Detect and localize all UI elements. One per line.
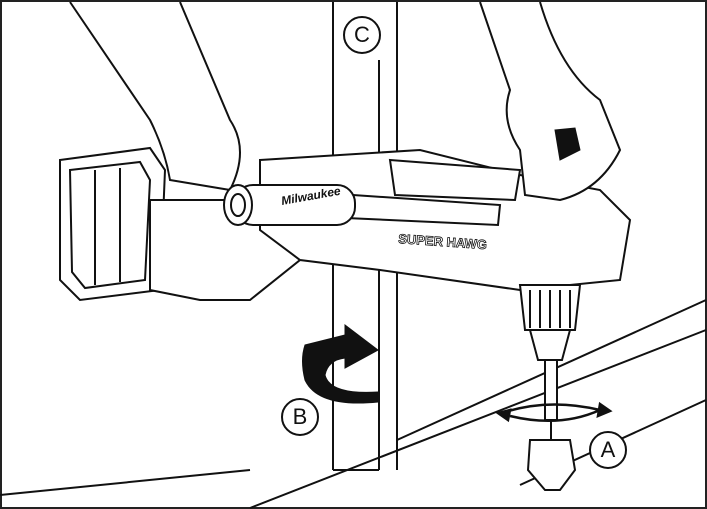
callout-a: A xyxy=(589,431,627,469)
svg-text:SUPER HAWG: SUPER HAWG xyxy=(398,231,488,252)
gear-lever xyxy=(554,127,581,161)
side-handle xyxy=(223,184,356,226)
model-text: SUPER HAWG xyxy=(397,231,488,253)
drill-bit xyxy=(526,359,577,491)
circular-rotation-arrow-icon xyxy=(495,401,613,423)
right-hand xyxy=(479,1,622,202)
curved-arrow-icon xyxy=(302,323,379,404)
drill-chuck xyxy=(518,284,582,361)
callout-c: C xyxy=(343,16,381,54)
callout-b: B xyxy=(281,398,319,436)
